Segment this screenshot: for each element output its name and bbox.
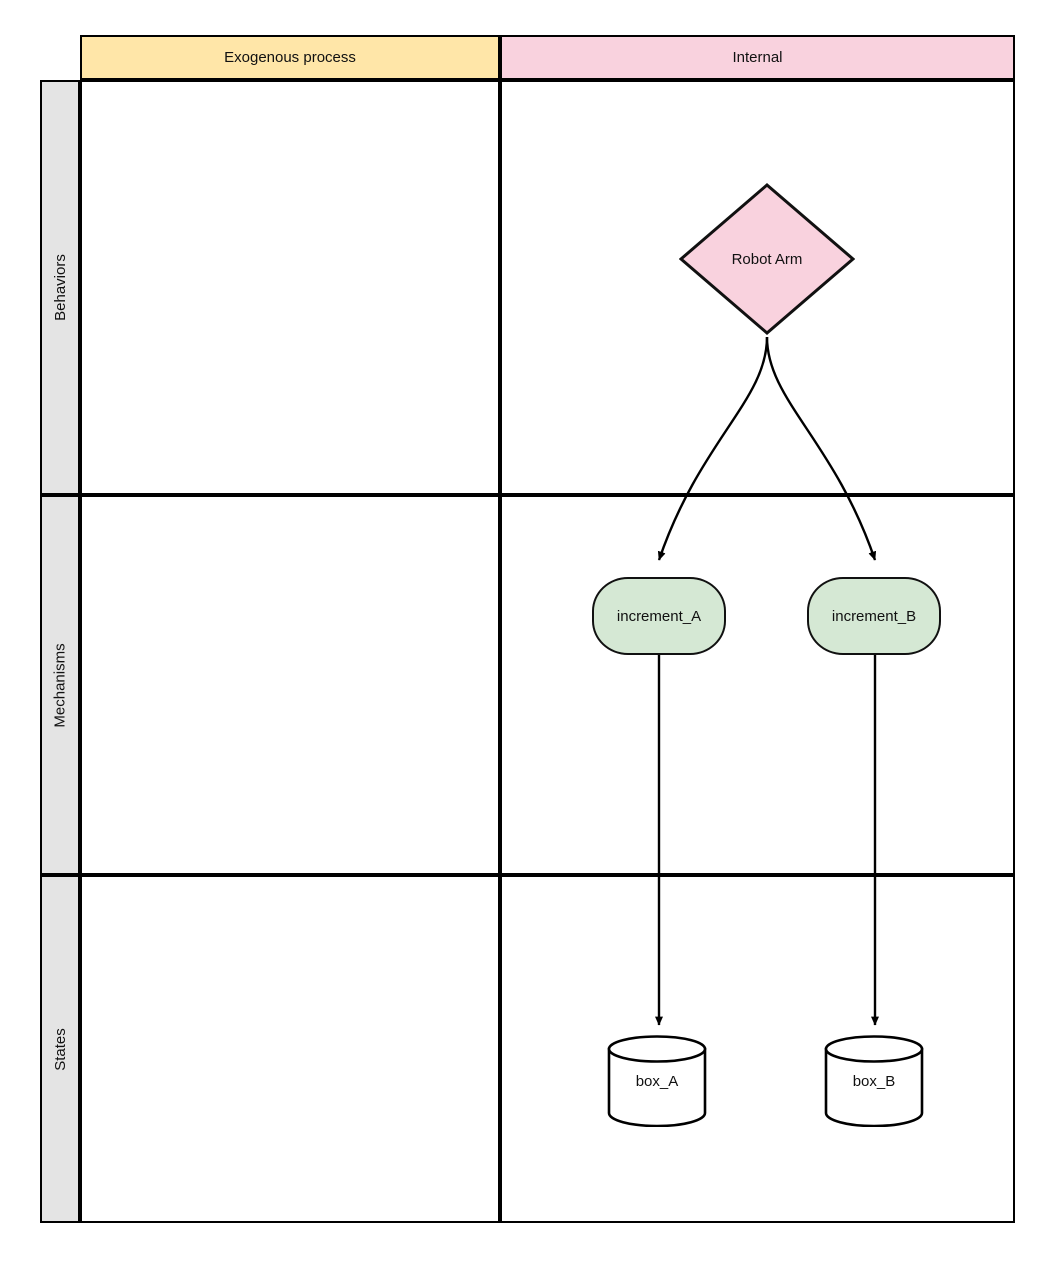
lane-cell-internal-states (500, 875, 1015, 1223)
row-label-mechanisms[interactable]: Mechanisms (40, 495, 80, 875)
node-increment-b-label: increment_B (831, 607, 917, 625)
row-label-mechanisms-text: Mechanisms (51, 642, 69, 728)
node-box-a[interactable]: box_A (607, 1035, 707, 1127)
swimlane-grid: Exogenous process Internal Behaviors Mec… (40, 35, 1015, 1223)
row-label-states[interactable]: States (40, 875, 80, 1223)
node-robot-arm[interactable]: Robot Arm (679, 183, 855, 335)
lane-cell-exogenous-mechanisms (80, 495, 500, 875)
lane-cell-exogenous-behaviors (80, 80, 500, 495)
column-header-internal-label: Internal (732, 49, 783, 66)
row-label-behaviors[interactable]: Behaviors (40, 80, 80, 495)
lane-cell-exogenous-states (80, 875, 500, 1223)
node-increment-a[interactable]: increment_A (592, 577, 726, 655)
diamond-shape-icon (679, 183, 855, 335)
column-header-exogenous-process-label: Exogenous process (224, 49, 356, 66)
cylinder-shape-icon (824, 1035, 924, 1127)
node-increment-a-label: increment_A (616, 607, 702, 625)
node-box-b[interactable]: box_B (824, 1035, 924, 1127)
cylinder-shape-icon (607, 1035, 707, 1127)
node-increment-b[interactable]: increment_B (807, 577, 941, 655)
lane-cell-internal-mechanisms (500, 495, 1015, 875)
column-header-internal[interactable]: Internal (500, 35, 1015, 80)
row-label-behaviors-text: Behaviors (51, 254, 69, 321)
row-label-states-text: States (51, 1027, 69, 1071)
column-header-exogenous-process[interactable]: Exogenous process (80, 35, 500, 80)
